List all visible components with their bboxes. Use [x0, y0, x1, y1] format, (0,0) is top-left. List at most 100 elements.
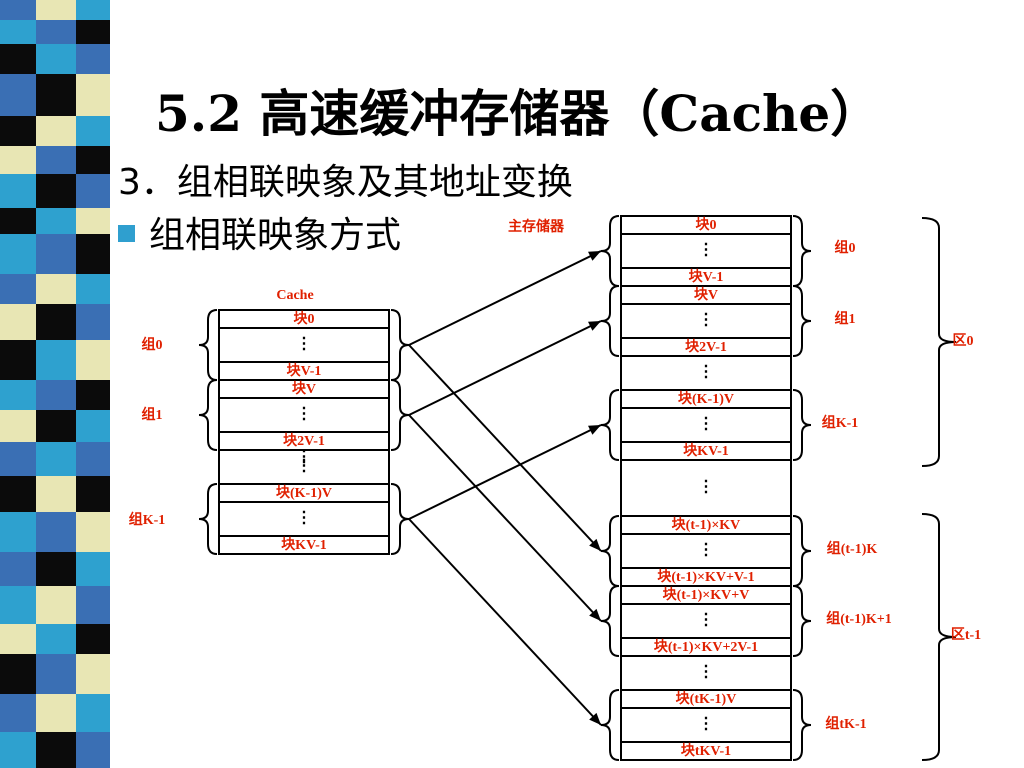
stripe-band [36, 732, 76, 768]
stripe-band [76, 44, 110, 74]
main-block-label: 块(t-1)×KV [672, 517, 741, 533]
stripe-band [0, 340, 36, 380]
main-group-brace-left [600, 285, 620, 357]
main-ellipsis: ⋮ [698, 479, 714, 496]
stripe-band [0, 586, 36, 624]
stripe-band [36, 410, 76, 442]
main-group-brace-left [600, 689, 620, 761]
stripe-band [76, 304, 110, 340]
mapping-line [408, 344, 602, 552]
stripe-band [36, 74, 76, 116]
bullet-text: 组相联映象方式 [149, 215, 402, 256]
stripe-band [0, 0, 36, 20]
cache-block-label: 块(K-1)V [276, 485, 332, 501]
main-group-label: 组K-1 [822, 414, 859, 431]
stripe-band [76, 0, 110, 20]
mapping-arrow-head [588, 425, 601, 435]
main-group-label: 组0 [835, 239, 856, 256]
stripe-band [76, 146, 110, 174]
stripe-band [76, 732, 110, 768]
mapping-line [408, 518, 602, 726]
stripe-band [36, 654, 76, 694]
stripe-band [36, 174, 76, 208]
stripe-band [36, 208, 76, 234]
mapping-line [408, 250, 602, 346]
cache-group-brace-left [198, 379, 218, 451]
cache-ellipsis: ⋮ [296, 510, 312, 527]
stripe-band [36, 380, 76, 410]
main-block-label: 块(t-1)×KV+V [663, 587, 750, 603]
stripe-band [0, 442, 36, 476]
stripe-band [36, 442, 76, 476]
main-group-brace-right [792, 515, 812, 587]
main-memory-label: 主存储器 [508, 218, 565, 235]
decorative-stripe [0, 0, 110, 768]
stripe-band [36, 20, 76, 44]
stripe-band [0, 694, 36, 732]
cache-ellipsis: ⋮ [296, 449, 312, 466]
stripe-band [76, 20, 110, 44]
cache-block-cell [218, 535, 390, 555]
stripe-band [0, 208, 36, 234]
main-ellipsis: ⋮ [698, 716, 714, 733]
main-ellipsis: ⋮ [698, 612, 714, 629]
main-block-label: 块KV-1 [683, 443, 729, 459]
stripe-band [76, 410, 110, 442]
section-subtitle: 3．组相联映象及其地址变换 [118, 162, 573, 203]
main-group-brace-left [600, 515, 620, 587]
cache-block-label: 块0 [294, 311, 315, 327]
mapping-arrow-head [588, 251, 601, 261]
stripe-band [0, 654, 36, 694]
stripe-band [36, 116, 76, 146]
main-block-label: 块tKV-1 [681, 743, 731, 759]
cache-block-label: 块2V-1 [283, 433, 325, 449]
mapping-line [408, 414, 602, 622]
zone-label: 区0 [953, 333, 974, 349]
main-block-cell [620, 603, 792, 639]
stripe-band [36, 476, 76, 512]
cache-group-brace-left [198, 309, 218, 381]
cache-group-brace-right [390, 379, 410, 451]
main-block-cell [620, 303, 792, 339]
main-block-cell [620, 355, 792, 391]
cache-block-label: 块V [292, 381, 316, 397]
main-group-label: 组(t-1)K+1 [826, 610, 892, 627]
cache-ellipsis: ⋮ [296, 406, 312, 423]
stripe-band [76, 624, 110, 654]
stripe-band [0, 44, 36, 74]
stripe-band [36, 234, 76, 274]
main-block-label: 块(t-1)×KV+2V-1 [654, 639, 758, 655]
stripe-band [0, 624, 36, 654]
main-block-label: 块V [694, 287, 718, 303]
main-block-label: 块0 [696, 217, 717, 233]
stripe-band [36, 304, 76, 340]
cache-group-brace-right [390, 483, 410, 555]
cache-ellipsis: ⋮ [296, 336, 312, 353]
stripe-band [0, 234, 36, 274]
stripe-band [0, 476, 36, 512]
main-ellipsis: ⋮ [698, 242, 714, 259]
main-block-cell [620, 441, 792, 461]
zone-brace [921, 513, 957, 761]
mapping-line [408, 424, 602, 520]
main-group-brace-right [792, 689, 812, 761]
main-group-label: 组tK-1 [825, 715, 866, 732]
main-block-label: 块(tK-1)V [676, 691, 737, 707]
mapping-arrow-head [589, 608, 601, 621]
main-group-brace-right [792, 585, 812, 657]
stripe-band [0, 552, 36, 586]
main-ellipsis: ⋮ [698, 664, 714, 681]
main-block-cell [620, 407, 792, 443]
stripe-band [76, 654, 110, 694]
main-group-label: 组(t-1)K [827, 540, 878, 557]
mapping-line [408, 320, 602, 416]
stripe-band [76, 512, 110, 552]
cache-block-cell [218, 397, 390, 433]
stripe-band [76, 116, 110, 146]
stripe-band [0, 146, 36, 174]
main-group-brace-left [600, 585, 620, 657]
cache-group-brace-left [198, 483, 218, 555]
cache-group-brace-right [390, 309, 410, 381]
stripe-band [36, 624, 76, 654]
